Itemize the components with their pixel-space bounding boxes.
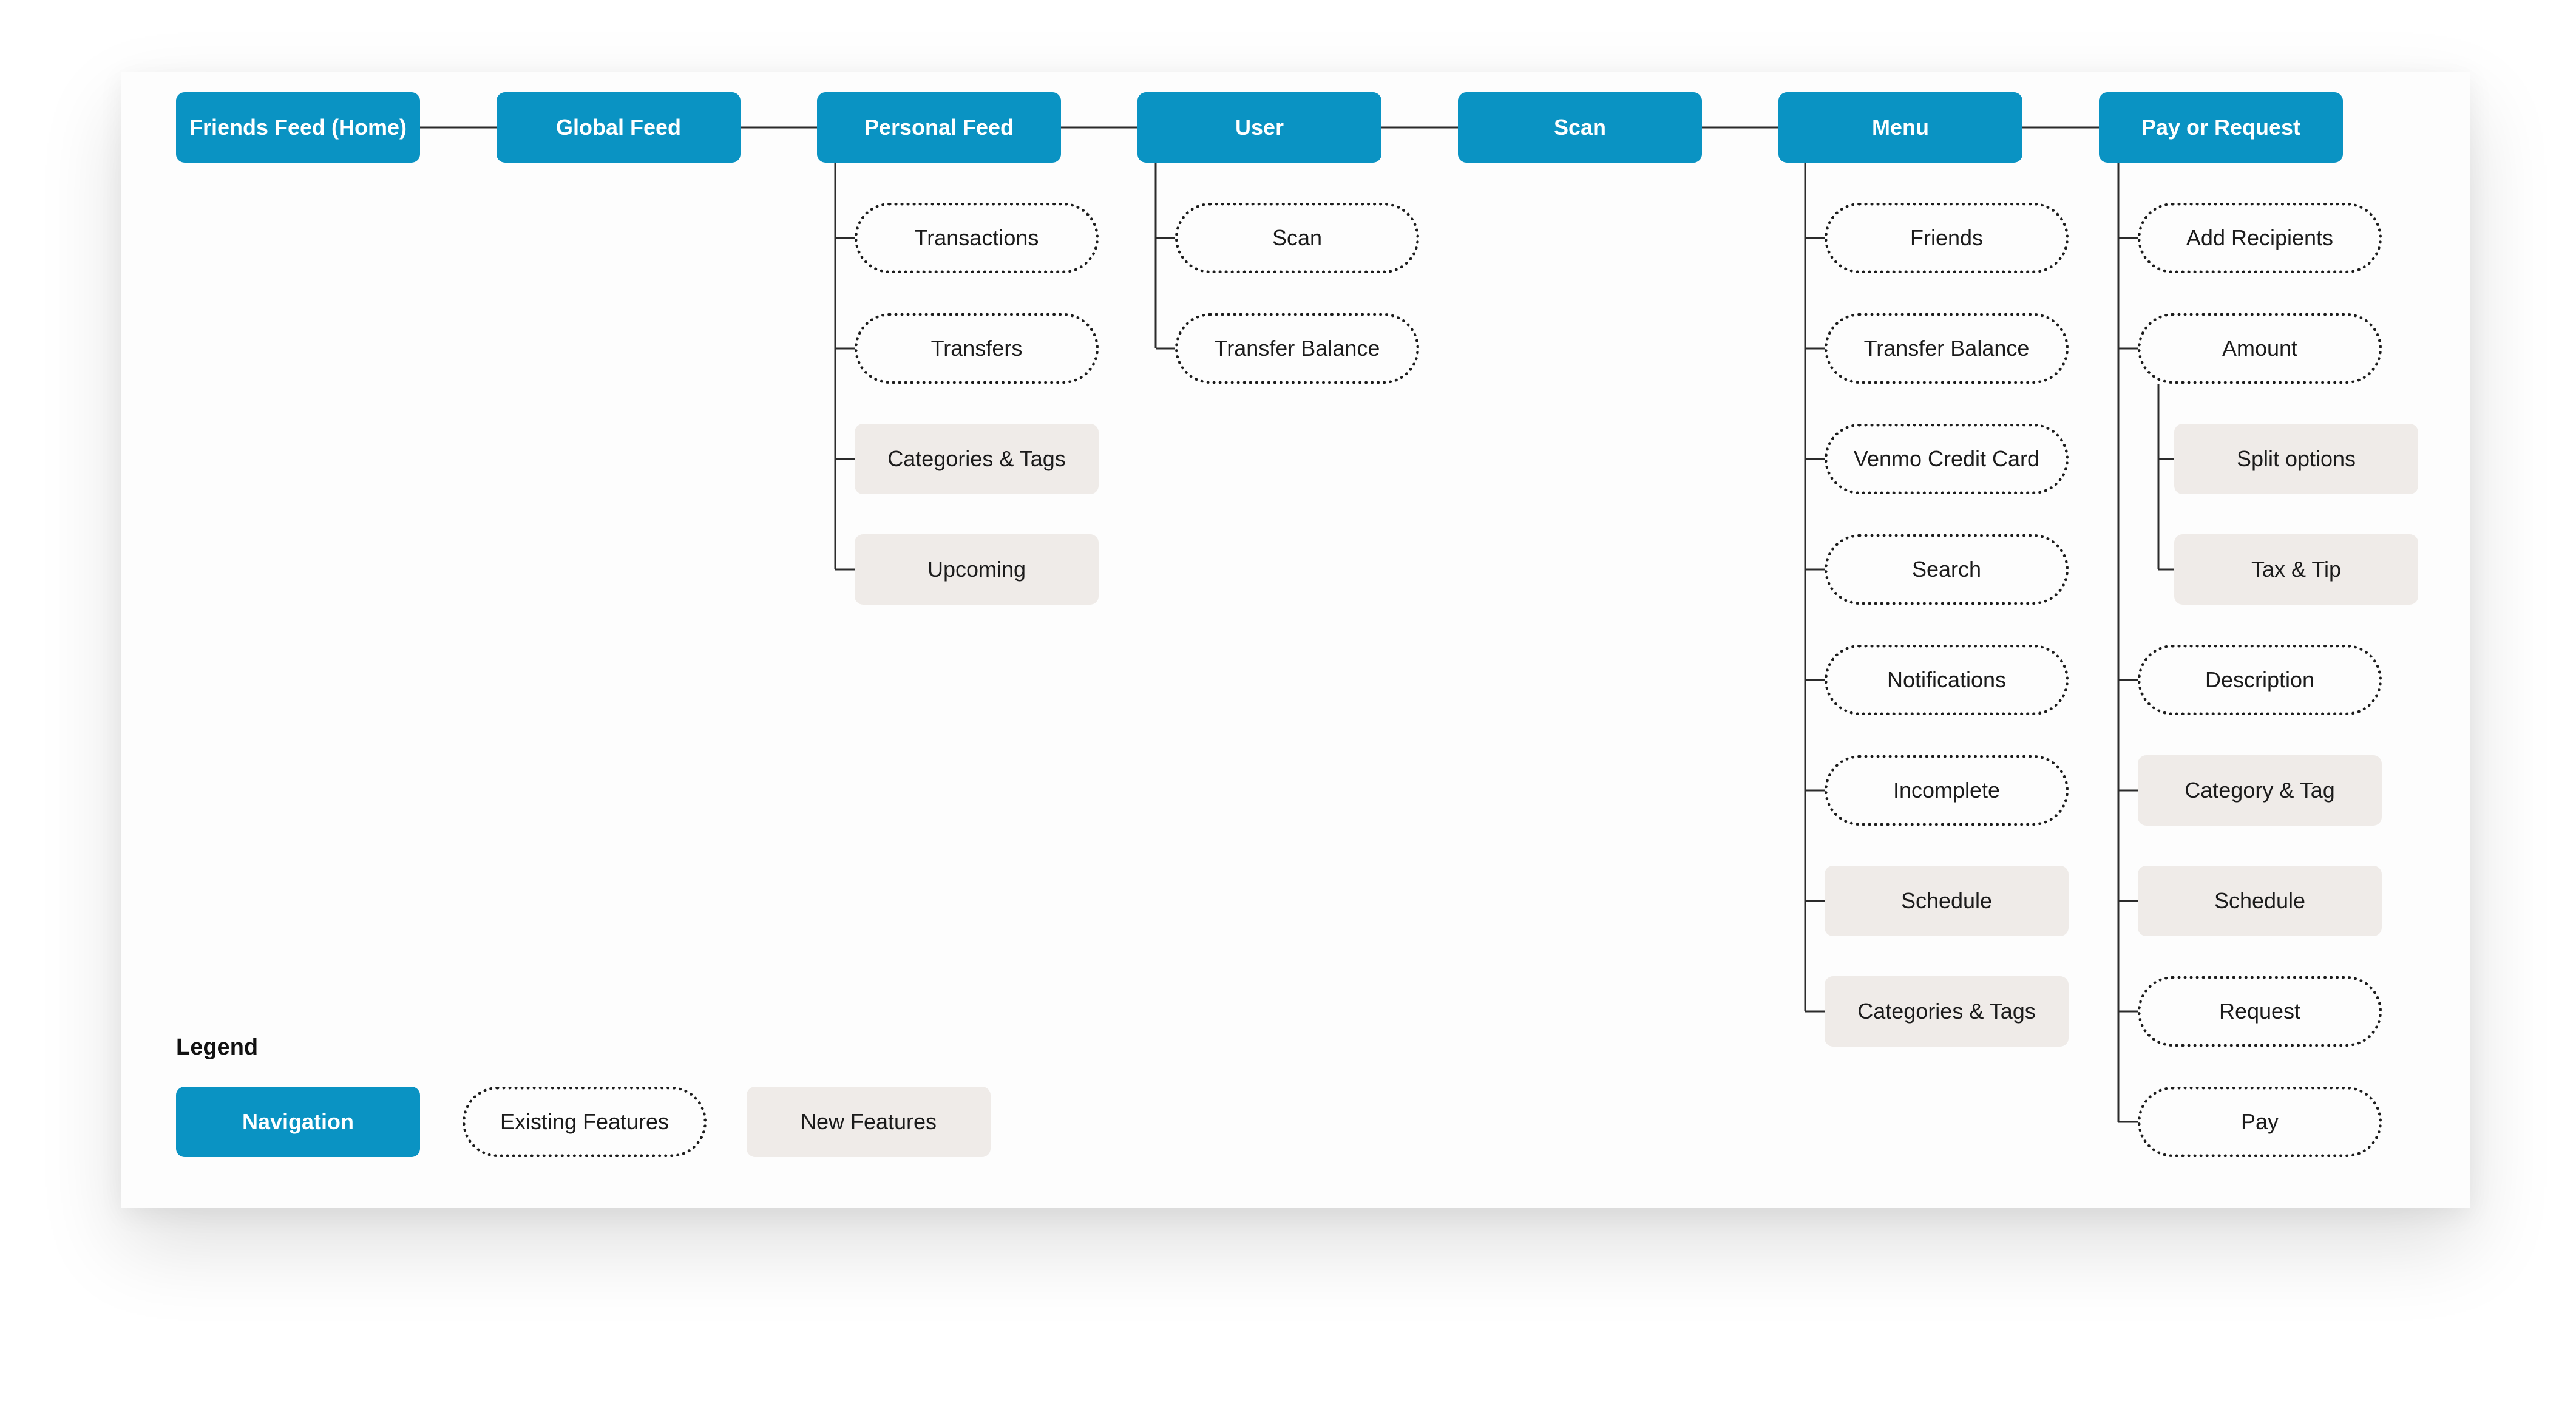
personal-feed-transfers: Transfers	[855, 313, 1099, 384]
nav-user: User	[1137, 92, 1381, 163]
menu-categories-tags: Categories & Tags	[1825, 976, 2069, 1047]
sitemap-canvas: Friends Feed (Home) Global Feed Personal…	[121, 72, 2470, 1208]
nav-scan: Scan	[1458, 92, 1702, 163]
nav-menu: Menu	[1778, 92, 2022, 163]
pay-add-recipients: Add Recipients	[2138, 203, 2382, 273]
pay-pay: Pay	[2138, 1087, 2382, 1157]
menu-schedule: Schedule	[1825, 866, 2069, 936]
amount-split-options: Split options	[2174, 424, 2418, 494]
nav-global-feed: Global Feed	[497, 92, 741, 163]
personal-feed-categories-tags: Categories & Tags	[855, 424, 1099, 494]
pay-description: Description	[2138, 645, 2382, 715]
legend-existing-features: Existing Features	[463, 1087, 707, 1157]
menu-friends: Friends	[1825, 203, 2069, 273]
nav-pay-or-request: Pay or Request	[2099, 92, 2343, 163]
connector-lines	[420, 126, 2174, 1123]
pay-category-tag: Category & Tag	[2138, 755, 2382, 826]
nav-friends-feed: Friends Feed (Home)	[176, 92, 420, 163]
menu-incomplete: Incomplete	[1825, 755, 2069, 826]
personal-feed-transactions: Transactions	[855, 203, 1099, 273]
nav-personal-feed: Personal Feed	[817, 92, 1061, 163]
menu-search: Search	[1825, 534, 2069, 605]
amount-tax-tip: Tax & Tip	[2174, 534, 2418, 605]
pay-amount: Amount	[2138, 313, 2382, 384]
personal-feed-upcoming: Upcoming	[855, 534, 1099, 605]
menu-venmo-credit-card: Venmo Credit Card	[1825, 424, 2069, 494]
legend-new-features: New Features	[747, 1087, 991, 1157]
menu-transfer-balance: Transfer Balance	[1825, 313, 2069, 384]
pay-schedule: Schedule	[2138, 866, 2382, 936]
pay-request: Request	[2138, 976, 2382, 1047]
user-transfer-balance: Transfer Balance	[1175, 313, 1419, 384]
user-scan: Scan	[1175, 203, 1419, 273]
legend-title: Legend	[176, 1034, 259, 1060]
legend-navigation: Navigation	[176, 1087, 420, 1157]
menu-notifications: Notifications	[1825, 645, 2069, 715]
